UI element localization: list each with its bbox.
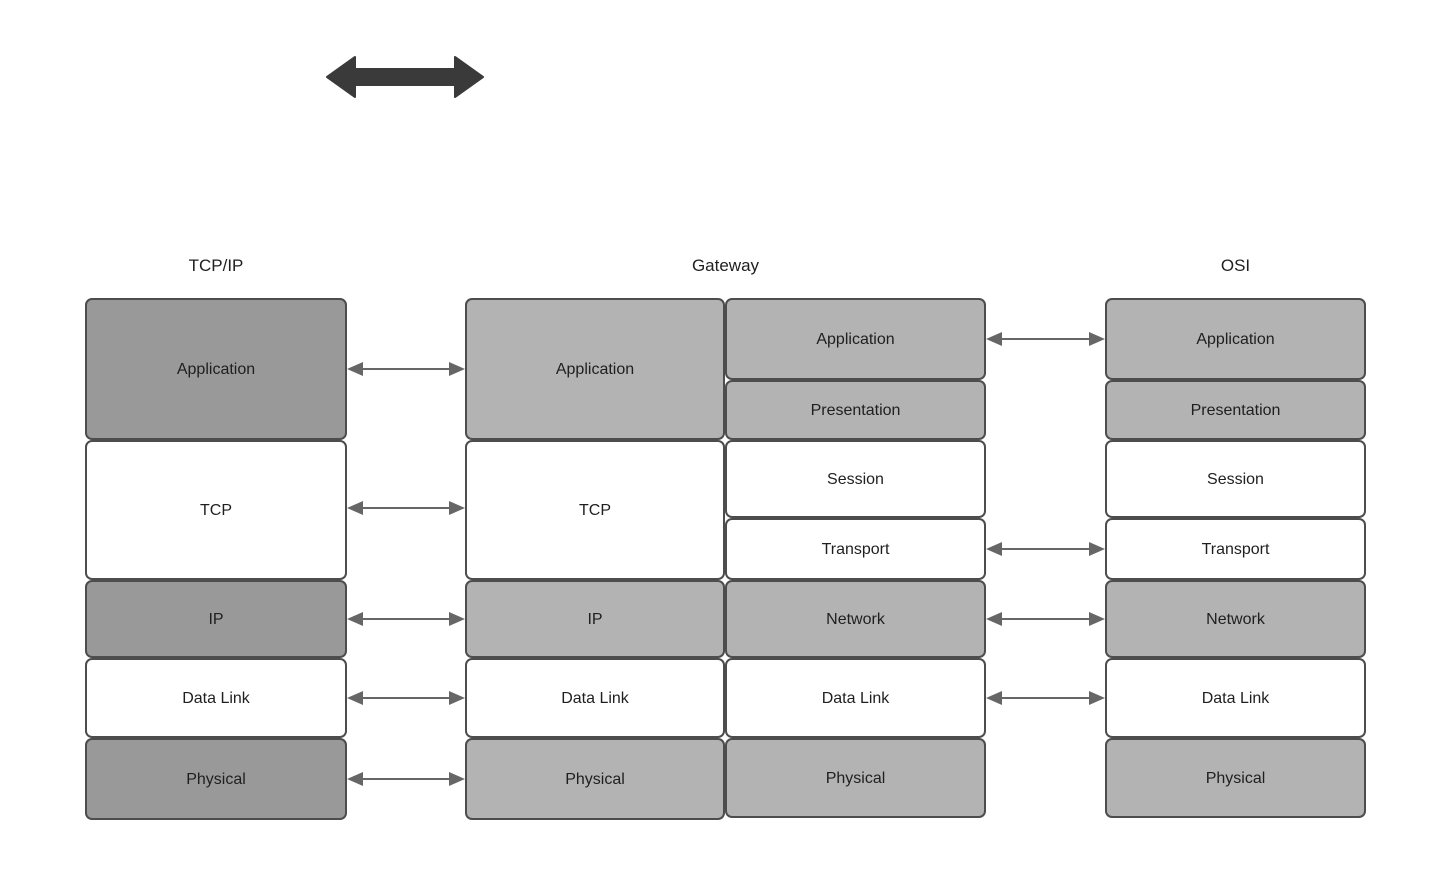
- layer-label: Data Link: [1201, 689, 1270, 707]
- layer-box-session: Session: [725, 440, 986, 518]
- layer-box-tcp: TCP: [85, 440, 347, 580]
- connector-arrow-icon: [986, 608, 1105, 630]
- layer-label: Session: [1207, 470, 1264, 488]
- layer-label: Application: [1196, 330, 1275, 348]
- layer-label: IP: [587, 610, 603, 628]
- layer-label: Presentation: [1190, 401, 1281, 419]
- column-title-gateway: Gateway: [691, 256, 760, 275]
- layer-label: Application: [816, 330, 895, 348]
- layer-label: Transport: [1201, 540, 1270, 558]
- layer-label: Physical: [825, 769, 886, 787]
- layer-box-application: Application: [1105, 298, 1366, 380]
- layer-box-presentation: Presentation: [725, 380, 986, 440]
- layer-label: TCP: [579, 501, 611, 519]
- layer-box-transport: Transport: [1105, 518, 1366, 580]
- layer-box-session: Session: [1105, 440, 1366, 518]
- layer-box-transport: Transport: [725, 518, 986, 580]
- layer-box-presentation: Presentation: [1105, 380, 1366, 440]
- layer-label: Physical: [186, 770, 246, 788]
- layer-label: Data Link: [821, 689, 890, 707]
- layer-box-application: Application: [85, 298, 347, 440]
- layer-label: Presentation: [810, 401, 901, 419]
- layer-box-data-link: Data Link: [465, 658, 725, 738]
- layer-label: Application: [176, 360, 256, 378]
- connector-arrow-icon: [347, 358, 465, 380]
- layer-box-application: Application: [725, 298, 986, 380]
- layer-label: Network: [1206, 610, 1265, 628]
- connector-arrow-icon: [347, 768, 465, 790]
- layer-box-physical: Physical: [1105, 738, 1366, 818]
- layer-box-data-link: Data Link: [85, 658, 347, 738]
- layer-box-data-link: Data Link: [725, 658, 986, 738]
- layer-label: Session: [827, 470, 884, 488]
- layer-label: Application: [555, 360, 635, 378]
- connector-arrow-icon: [347, 497, 465, 519]
- layer-box-ip: IP: [465, 580, 725, 658]
- layer-box-network: Network: [1105, 580, 1366, 658]
- layer-label: Data Link: [182, 689, 250, 707]
- layer-label: TCP: [200, 501, 232, 519]
- layer-box-application: Application: [465, 298, 725, 440]
- column-title-tcpip: TCP/IP: [188, 256, 244, 275]
- layer-label: Physical: [1205, 769, 1266, 787]
- layer-box-ip: IP: [85, 580, 347, 658]
- layer-label: IP: [208, 610, 224, 628]
- connector-arrow-icon: [347, 608, 465, 630]
- layer-box-tcp: TCP: [465, 440, 725, 580]
- layer-box-data-link: Data Link: [1105, 658, 1366, 738]
- layer-label: Physical: [565, 770, 625, 788]
- layer-label: Data Link: [561, 689, 629, 707]
- connector-arrow-icon: [986, 538, 1105, 560]
- layer-box-physical: Physical: [725, 738, 986, 818]
- layer-box-physical: Physical: [85, 738, 347, 820]
- layer-label: Network: [826, 610, 885, 628]
- top-bidirectional-arrow-icon: [325, 51, 485, 103]
- connector-arrow-icon: [986, 328, 1105, 350]
- connector-arrow-icon: [347, 687, 465, 709]
- layer-box-physical: Physical: [465, 738, 725, 820]
- column-title-osi: OSI: [1220, 256, 1251, 275]
- layer-box-network: Network: [725, 580, 986, 658]
- layer-label: Transport: [821, 540, 890, 558]
- connector-arrow-icon: [986, 687, 1105, 709]
